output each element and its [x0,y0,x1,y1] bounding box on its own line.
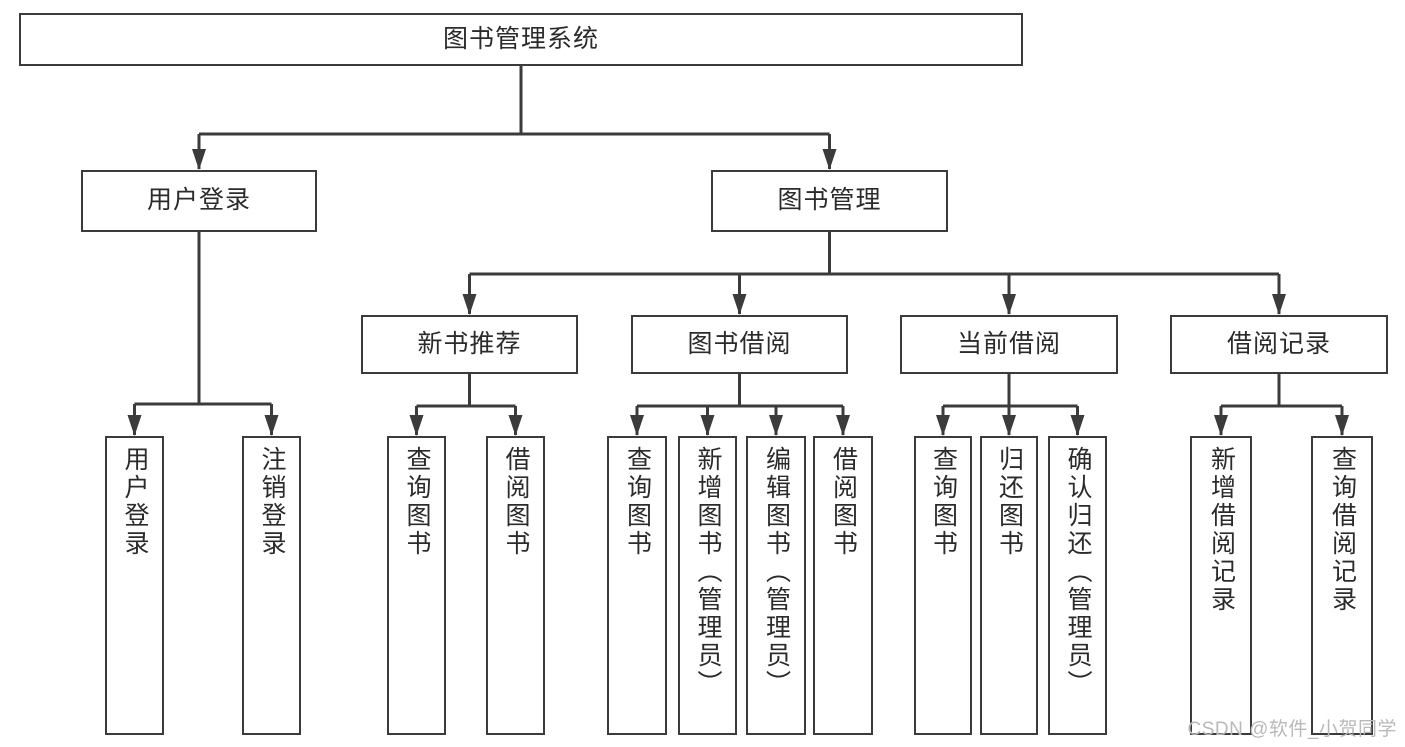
node-label: 图书管理 [777,186,882,215]
node-leaf_confirm_return[interactable]: 确认归还（管理员） [1048,436,1107,735]
arrowhead-icon [630,415,644,436]
node-label: 确认归还（管理员） [1064,446,1092,698]
node-book_mgmt[interactable]: 图书管理 [711,170,948,232]
node-new_book_rec[interactable]: 新书推荐 [361,315,578,374]
arrowhead-icon [264,415,279,436]
node-leaf_query_book_3[interactable]: 查询图书 [914,436,972,735]
node-leaf_query_record[interactable]: 查询借阅记录 [1311,436,1373,735]
node-label: 查询图书 [403,446,431,558]
node-leaf_logout[interactable]: 注销登录 [242,436,301,735]
arrowhead-icon [822,149,837,170]
node-leaf_edit_book[interactable]: 编辑图书（管理员） [746,436,806,735]
arrowhead-icon [1214,415,1228,436]
node-label: 查询借阅记录 [1328,446,1357,614]
node-book_borrow[interactable]: 图书借阅 [631,315,848,374]
node-leaf_borrow_book_2[interactable]: 借阅图书 [813,436,873,735]
node-leaf_add_book[interactable]: 新增图书（管理员） [678,436,737,735]
arrowhead-icon [462,294,477,315]
node-leaf_borrow_book_1[interactable]: 借阅图书 [486,436,545,735]
node-leaf_return_book[interactable]: 归还图书 [980,436,1038,735]
node-label: 借阅记录 [1226,329,1331,358]
node-label: 注销登录 [258,446,286,558]
arrowhead-icon [700,415,715,436]
node-label: 新书推荐 [417,329,522,358]
arrowhead-icon [936,415,950,436]
edge-group [127,66,1349,436]
arrowhead-icon [836,415,850,436]
node-root[interactable]: 图书管理系统 [19,13,1023,66]
node-current_borrow[interactable]: 当前借阅 [900,315,1118,374]
arrowhead-icon [1070,415,1085,436]
arrowhead-icon [732,294,747,315]
node-label: 用户登录 [121,446,149,558]
node-leaf_query_book_1[interactable]: 查询图书 [387,436,446,735]
node-label: 查询图书 [929,446,958,558]
node-label: 图书管理系统 [442,24,599,53]
arrowhead-icon [127,415,142,436]
arrowhead-icon [1002,294,1016,315]
arrowhead-icon [1002,415,1016,436]
node-leaf_query_book_2[interactable]: 查询图书 [607,436,667,735]
node-label: 图书借阅 [687,329,792,358]
node-label: 当前借阅 [956,329,1061,358]
arrowhead-icon [1335,415,1349,436]
node-leaf_user_login[interactable]: 用户登录 [105,436,164,735]
node-user_login[interactable]: 用户登录 [81,170,317,232]
node-label: 新增借阅记录 [1207,446,1236,614]
node-label: 新增图书（管理员） [694,446,722,698]
node-label: 查询图书 [623,446,652,558]
arrowhead-icon [192,149,206,170]
arrowhead-icon [409,415,424,436]
arrowhead-icon [508,415,523,436]
node-borrow_record[interactable]: 借阅记录 [1170,315,1388,374]
node-label: 借阅图书 [502,446,530,558]
node-label: 归还图书 [995,446,1024,558]
node-label: 编辑图书（管理员） [762,446,791,698]
arrowhead-icon [1272,294,1286,315]
node-label: 用户登录 [146,186,251,215]
arrowhead-icon [769,415,783,436]
watermark-text: CSDN @软件_小贺同学 [1187,719,1397,740]
node-label: 借阅图书 [829,446,858,558]
node-leaf_add_record[interactable]: 新增借阅记录 [1190,436,1252,735]
